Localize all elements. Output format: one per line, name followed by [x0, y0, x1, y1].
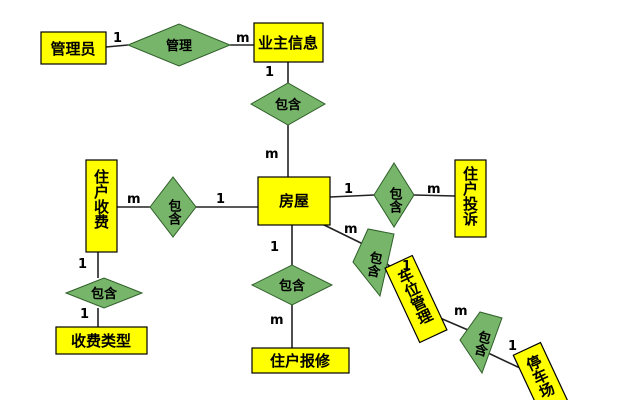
entity-owner-info: 业主信息 — [253, 22, 324, 63]
entity-resident-complaint-label: 住户投诉 — [461, 165, 479, 227]
entity-house: 房屋 — [257, 176, 331, 226]
rel-contain-complaint-label: 包含 — [387, 186, 404, 214]
entity-house-label: 房屋 — [279, 192, 309, 210]
edge-house-contain-right — [329, 194, 375, 198]
rel-contain-parking-label: 包含 — [363, 249, 384, 279]
card-contain-feetype: 1 — [80, 307, 89, 322]
rel-contain-fee-label: 包含 — [166, 198, 183, 226]
card-house-contain-right: 1 — [344, 182, 353, 197]
edges — [97, 44, 521, 369]
card-contain-complaint: m — [427, 182, 441, 197]
edge-house-contain-parking — [317, 221, 366, 246]
rel-contain-complaint: 包含 — [373, 162, 415, 228]
card-owner-contain: 1 — [265, 65, 274, 80]
entity-resident-complaint: 住户投诉 — [454, 159, 487, 238]
card-contain-house-left: 1 — [216, 192, 225, 207]
edge-admin-manage — [105, 44, 129, 48]
entity-resident-fee-label: 住户收费 — [92, 168, 110, 230]
card-parking-contain-lot: m — [454, 304, 468, 319]
edge-parking-contain-lot — [439, 317, 469, 331]
card-admin-manage: 1 — [113, 31, 122, 46]
rel-contain-lot: 包含 — [459, 311, 503, 375]
rel-contain-owner-label: 包含 — [275, 97, 302, 113]
card-contain-house-top: m — [265, 147, 279, 162]
card-fee-contain-down: 1 — [78, 257, 87, 272]
entity-resident-repair-label: 住户报修 — [270, 352, 331, 370]
card-contain-parking: 1 — [402, 259, 411, 274]
entity-admin: 管理员 — [40, 31, 107, 65]
rel-contain-repair: 包含 — [250, 264, 334, 306]
entity-owner-info-label: 业主信息 — [258, 34, 318, 52]
entity-fee-type: 收费类型 — [55, 326, 148, 355]
rel-contain-feetype: 包含 — [64, 277, 144, 309]
rel-contain-fee: 包含 — [149, 176, 197, 238]
cardinalities: 1 m 1 m m 1 1 m m 1 1 m 1 1 m 1 — [78, 31, 517, 354]
entity-parking-management: 车位管理 — [384, 254, 448, 344]
rel-manage: 管理 — [126, 23, 232, 67]
entity-resident-fee: 住户收费 — [85, 159, 118, 253]
edge-contain-lot — [485, 351, 521, 369]
rel-manage-label: 管理 — [166, 38, 192, 54]
edge-contain-complaint — [413, 194, 456, 197]
card-fee-contain: m — [127, 192, 141, 207]
entity-parking-lot: 停车场 — [512, 341, 570, 400]
rel-contain-parking: 包含 — [352, 228, 395, 298]
rel-contain-owner: 包含 — [249, 82, 327, 126]
entity-admin-label: 管理员 — [50, 40, 95, 58]
card-manage-owner: m — [236, 31, 250, 46]
card-house-contain-repair: 1 — [270, 240, 279, 255]
entity-resident-repair: 住户报修 — [251, 347, 350, 374]
entity-fee-type-label: 收费类型 — [71, 332, 131, 350]
rel-contain-repair-label: 包含 — [279, 278, 306, 294]
rel-contain-feetype-label: 包含 — [91, 286, 118, 302]
card-house-contain-parking: m — [344, 222, 358, 237]
card-contain-repair: m — [270, 313, 284, 328]
card-contain-lot: 1 — [508, 339, 517, 354]
